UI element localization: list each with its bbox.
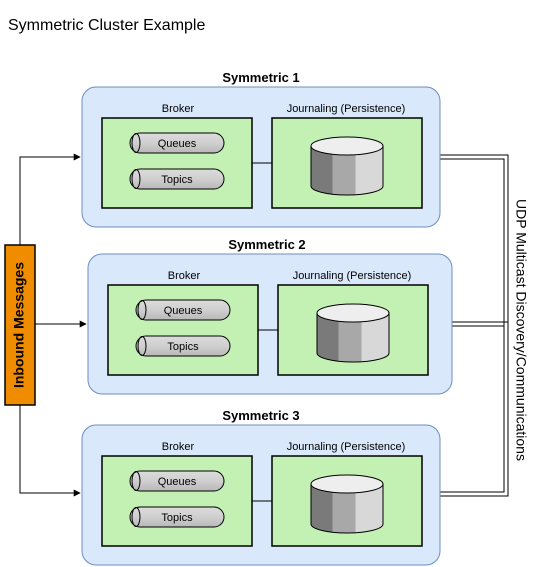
queues-pill: Queues: [129, 132, 225, 154]
topics-label: Topics: [161, 512, 193, 524]
diagram-title: Symmetric Cluster Example: [8, 17, 205, 34]
journaling-label: Journaling (Persistence): [287, 103, 406, 115]
broker-label: Broker: [168, 270, 201, 282]
database-icon: [310, 136, 384, 196]
cluster-title: Symmetric 1: [222, 70, 299, 85]
queues-pill: Queues: [129, 470, 225, 492]
inbound-messages-label: Inbound Messages: [11, 262, 27, 388]
queues-label: Queues: [164, 305, 203, 317]
cluster-symmetric-1: Symmetric 1 Broker Journaling (Persisten…: [81, 70, 441, 228]
topics-pill: Topics: [129, 168, 225, 190]
broker-label: Broker: [162, 103, 195, 115]
topics-label: Topics: [161, 174, 193, 186]
topics-pill: Topics: [135, 335, 231, 357]
udp-bus: [440, 154, 509, 497]
udp-multicast-label: UDP Multicast Discovery/Communications: [513, 199, 529, 461]
cluster-title: Symmetric 2: [228, 237, 305, 252]
queues-label: Queues: [158, 138, 197, 150]
queues-label: Queues: [158, 476, 197, 488]
inbound-messages-box: Inbound Messages: [4, 244, 36, 406]
broker-label: Broker: [162, 441, 195, 453]
queues-pill: Queues: [135, 299, 231, 321]
database-icon: [316, 303, 390, 363]
broker-panel: [107, 284, 259, 376]
journaling-label: Journaling (Persistence): [287, 441, 406, 453]
journaling-label: Journaling (Persistence): [293, 270, 412, 282]
broker-panel: [101, 455, 253, 547]
broker-panel: [101, 117, 253, 209]
cluster-symmetric-3: Symmetric 3 Broker Journaling (Persisten…: [81, 408, 441, 566]
topics-pill: Topics: [129, 506, 225, 528]
cluster-symmetric-2: Symmetric 2 Broker Journaling (Persisten…: [87, 237, 453, 395]
cluster-title: Symmetric 3: [222, 408, 299, 423]
topics-label: Topics: [167, 341, 199, 353]
inbound-connectors: [19, 153, 87, 497]
database-icon: [310, 474, 384, 534]
